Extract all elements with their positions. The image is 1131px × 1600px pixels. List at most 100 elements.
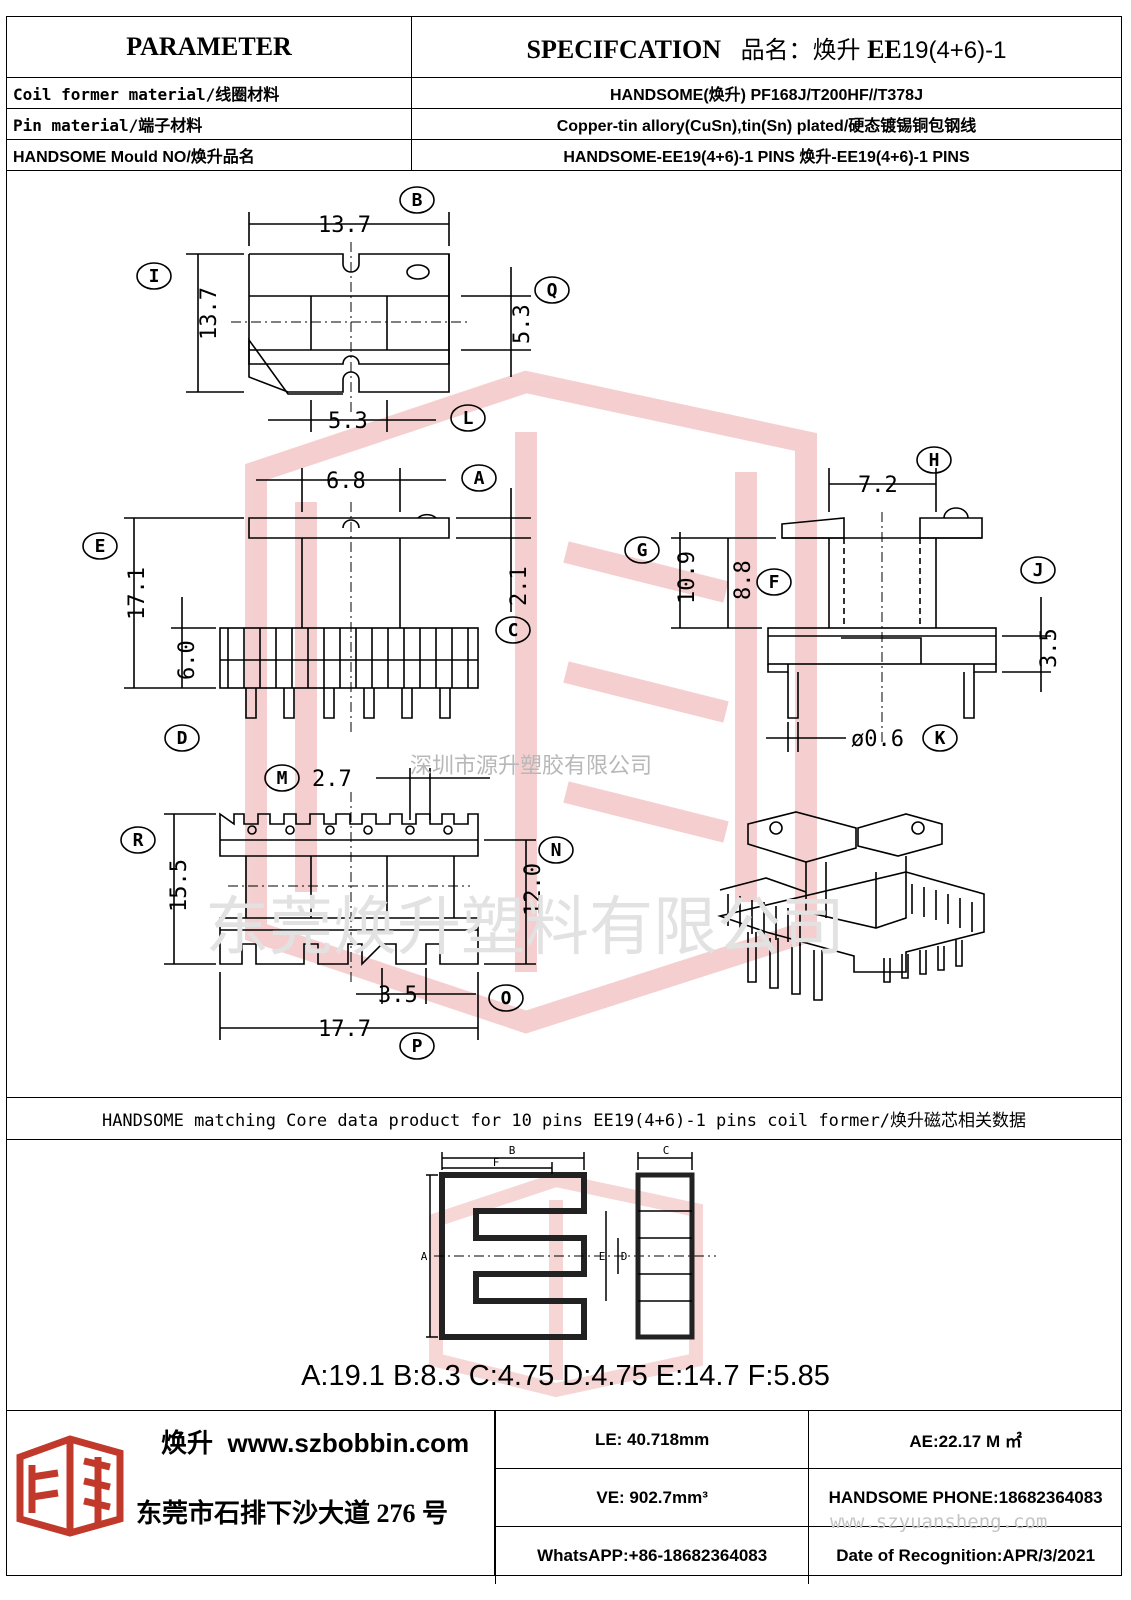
side-view bbox=[671, 468, 1051, 752]
pin-material-value: Copper-tin allory(CuSn),tin(Sn) plated/硬… bbox=[411, 108, 1122, 140]
callout-f: F bbox=[756, 568, 792, 596]
dim-l-value: 5.3 bbox=[328, 409, 368, 434]
callout-b: B bbox=[399, 186, 435, 214]
date-value: Date of Recognition:APR/3/2021 bbox=[808, 1526, 1122, 1584]
handsome-logo-icon bbox=[16, 1435, 124, 1537]
svg-text:A: A bbox=[474, 468, 485, 489]
dim-f-value: 8.8 bbox=[731, 560, 756, 600]
phone-value: HANDSOME PHONE:18682364083 bbox=[808, 1468, 1122, 1527]
svg-text:M: M bbox=[277, 768, 288, 789]
callout-a: A bbox=[461, 464, 497, 492]
dim-e-value: 17.1 bbox=[125, 567, 150, 620]
parameter-title: PARAMETER bbox=[6, 16, 412, 78]
footer: 焕升 www.szbobbin.com 东莞市石排下沙大道 276 号 LE: … bbox=[6, 1410, 1122, 1584]
svg-text:F: F bbox=[769, 572, 780, 593]
callout-o: O bbox=[488, 984, 524, 1012]
callout-j: J bbox=[1020, 556, 1056, 584]
core-label-b: B bbox=[509, 1144, 516, 1157]
whatsapp-value: WhatsAPP:+86-18682364083 bbox=[494, 1526, 810, 1584]
callout-h: H bbox=[916, 446, 952, 474]
product-brand: 焕升 bbox=[812, 35, 861, 64]
front-view bbox=[124, 468, 531, 732]
dim-j-value: 3.5 bbox=[1037, 628, 1062, 668]
dim-i-value: 13.7 bbox=[197, 287, 222, 340]
dim-r-value: 15.5 bbox=[167, 859, 192, 912]
brand-website: www.szbobbin.com bbox=[227, 1428, 470, 1458]
isometric-view bbox=[717, 811, 985, 1001]
brand-line: 焕升 www.szbobbin.com bbox=[161, 1423, 469, 1460]
top-view bbox=[186, 212, 531, 432]
brand-name: 焕升 bbox=[161, 1428, 214, 1458]
core-label-c: C bbox=[663, 1144, 670, 1157]
dim-m-value: 2.7 bbox=[312, 767, 352, 792]
brand-block: 焕升 www.szbobbin.com 东莞市石排下沙大道 276 号 bbox=[6, 1411, 495, 1576]
core-label-e: E bbox=[599, 1250, 606, 1263]
specification-title: SPECIFCATION 品名：焕升 EE19(4+6)-1 bbox=[411, 16, 1122, 78]
magnetic-data-table: LE: 40.718mm AE:22.17 M ㎡ VE: 902.7mm³ H… bbox=[494, 1411, 1122, 1584]
dim-h-value: 7.2 bbox=[858, 473, 898, 498]
brand-address: 东莞市石排下沙大道 276 号 bbox=[136, 1499, 449, 1528]
core-label-a: A bbox=[421, 1250, 428, 1263]
callout-i: I bbox=[136, 262, 172, 290]
callout-q: Q bbox=[534, 276, 570, 304]
svg-text:K: K bbox=[935, 728, 946, 749]
dim-q-value: 5.3 bbox=[510, 304, 535, 344]
le-value: LE: 40.718mm bbox=[494, 1411, 810, 1469]
coil-material-value: HANDSOME(焕升) PF168J/T200HF//T378J bbox=[411, 77, 1122, 109]
callout-e: E bbox=[82, 532, 118, 560]
dim-c-value: 2.1 bbox=[507, 566, 532, 606]
watermark-company-big: 东莞焕升塑料有限公司 bbox=[205, 891, 845, 965]
svg-text:P: P bbox=[412, 1036, 423, 1057]
bottom-view bbox=[164, 768, 536, 1040]
svg-text:J: J bbox=[1033, 560, 1044, 581]
svg-text:R: R bbox=[133, 830, 144, 851]
mould-no-value: HANDSOME-EE19(4+6)-1 PINS 焕升-EE19(4+6)-1… bbox=[411, 139, 1122, 171]
dim-g-value: 10.9 bbox=[675, 551, 700, 604]
callout-r: R bbox=[120, 826, 156, 854]
svg-text:B: B bbox=[412, 190, 423, 211]
ve-value: VE: 902.7mm³ bbox=[494, 1468, 810, 1527]
callout-g: G bbox=[624, 536, 660, 564]
core-dimensions: A:19.1 B:8.3 C:4.75 D:4.75 E:14.7 F:5.85 bbox=[301, 1360, 830, 1392]
mould-no-label: HANDSOME Mould NO/焕升品名 bbox=[6, 139, 412, 171]
core-watermark-logo bbox=[429, 1172, 703, 1398]
dim-k-value: ø0.6 bbox=[851, 727, 904, 752]
callout-m: M bbox=[264, 764, 300, 792]
spec-title-text: SPECIFCATION bbox=[526, 34, 722, 64]
product-label: 品名： bbox=[740, 35, 813, 64]
svg-text:D: D bbox=[177, 728, 188, 749]
watermark-company-small: 深圳市源升塑胶有限公司 bbox=[410, 754, 653, 779]
callout-l: L bbox=[450, 404, 486, 432]
svg-text:L: L bbox=[463, 408, 474, 429]
svg-text:O: O bbox=[501, 988, 512, 1009]
callout-n: N bbox=[538, 836, 574, 864]
product-model-b: 19(4+6)-1 bbox=[901, 36, 1007, 64]
core-label-f: F bbox=[493, 1156, 500, 1169]
dim-p-value: 17.7 bbox=[318, 1017, 371, 1042]
product-model-a: EE bbox=[867, 34, 902, 64]
dim-a-value: 6.8 bbox=[326, 469, 366, 494]
svg-text:C: C bbox=[508, 620, 519, 641]
callout-p: P bbox=[399, 1032, 435, 1060]
bobbin-drawings: 13.7 13.7 5.3 5.3 6.8 17.1 2.1 6.0 7.2 1… bbox=[82, 186, 1062, 1060]
svg-text:H: H bbox=[929, 450, 940, 471]
ae-value: AE:22.17 M ㎡ bbox=[808, 1411, 1122, 1469]
dim-d-value: 6.0 bbox=[175, 640, 200, 680]
watermark-website: www.szyuansheng.com bbox=[830, 1511, 1048, 1533]
spec-header-table: PARAMETER SPECIFCATION 品名：焕升 EE19(4+6)-1… bbox=[6, 16, 1122, 171]
coil-material-label: Coil former material/线圈材料 bbox=[6, 77, 412, 109]
svg-text:Q: Q bbox=[547, 280, 558, 301]
svg-text:N: N bbox=[551, 840, 562, 861]
svg-text:I: I bbox=[149, 266, 160, 287]
callout-k: K bbox=[922, 724, 958, 752]
pin-material-label: Pin material/端子材料 bbox=[6, 108, 412, 140]
dim-o-value: 3.5 bbox=[378, 983, 418, 1008]
callout-c: C bbox=[495, 616, 531, 644]
svg-text:G: G bbox=[637, 540, 648, 561]
core-label-d: D bbox=[621, 1250, 628, 1263]
core-drawing: B F C A E D bbox=[421, 1144, 716, 1398]
core-data-band: HANDSOME matching Core data product for … bbox=[6, 1097, 1122, 1140]
svg-text:E: E bbox=[95, 536, 106, 557]
dim-b-value: 13.7 bbox=[318, 213, 371, 238]
callout-letters: B I Q L A E C D H G F J K M R N O P bbox=[82, 186, 1056, 1060]
